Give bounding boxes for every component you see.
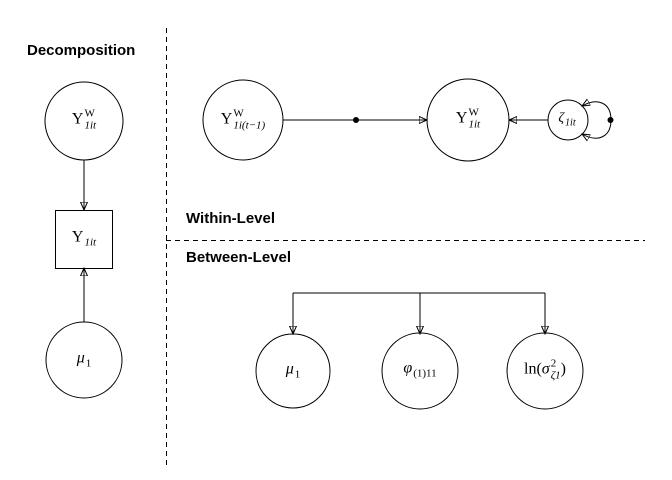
node-between-phi — [381, 332, 459, 410]
label-zeta-residual: ζ1it — [558, 110, 576, 129]
section-title-decomposition: Decomposition — [27, 42, 136, 59]
node-between-logvar — [506, 332, 584, 410]
math-sub: (1)11 — [413, 367, 437, 380]
math-base: μ — [285, 360, 294, 378]
math-sub: 1 — [85, 357, 92, 370]
math-base: φ — [403, 359, 413, 377]
math-sup: 2 — [550, 357, 557, 370]
math-base: Y — [71, 110, 84, 128]
math-sup: W — [84, 107, 95, 120]
math-base: σ — [541, 360, 550, 378]
zeta-variance-loop — [582, 102, 614, 138]
math-sub: 1 — [294, 368, 301, 381]
math-sup: W — [233, 107, 244, 120]
label-between-phi: φ(1)11 — [403, 359, 437, 380]
math-base: Y — [220, 110, 233, 128]
label-between-mu: μ1 — [285, 360, 301, 381]
math-post: ) — [560, 360, 566, 378]
math-sup: W — [468, 106, 479, 119]
random-variance-dot — [607, 117, 614, 123]
math-sub: 1i(t−1) — [233, 119, 266, 131]
math-sub: 1it — [84, 236, 97, 249]
node-between-mu — [255, 333, 331, 409]
math-sub: 1it — [468, 118, 481, 130]
math-sub: ζ1 — [550, 369, 561, 381]
math-base: ζ — [558, 110, 565, 126]
math-sub: 1it — [565, 117, 576, 129]
section-title-within-level: Within-Level — [186, 210, 276, 227]
random-slope-dot — [353, 117, 359, 123]
node-decomposition-mu — [45, 321, 123, 399]
arrow-lag-to-current — [283, 117, 427, 123]
math-pre: ln( — [524, 360, 542, 378]
label-decomp-mu: μ1 — [76, 349, 92, 370]
math-base: Y — [71, 228, 84, 246]
label-observed-y: Y1it — [71, 228, 97, 249]
math-base: μ — [76, 349, 85, 367]
math-sub: 1it — [84, 119, 97, 131]
section-title-between-level: Between-Level — [186, 249, 292, 266]
math-base: Y — [455, 109, 468, 127]
